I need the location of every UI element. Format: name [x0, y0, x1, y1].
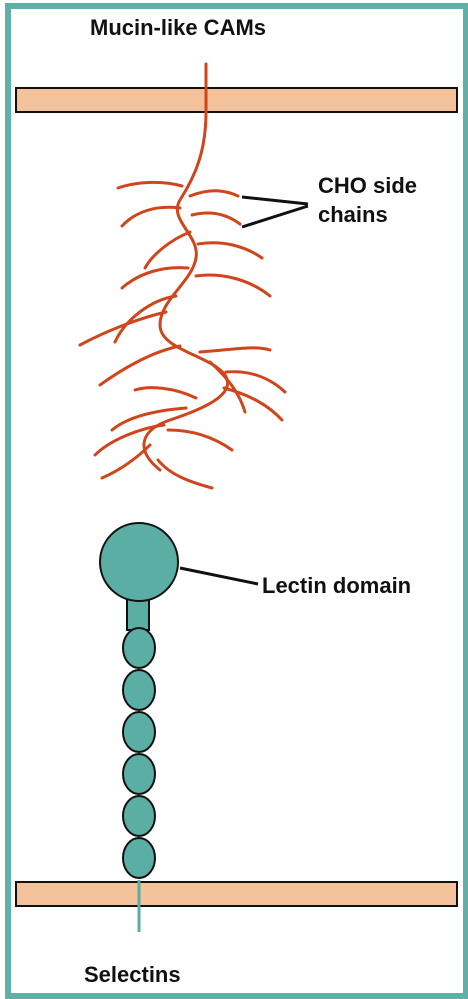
- selectin-domain: [123, 838, 155, 878]
- top-membrane: [16, 88, 457, 112]
- cho-chain: [196, 275, 270, 296]
- cho-chain: [200, 348, 270, 352]
- mucin-molecule: [80, 64, 285, 488]
- selectins-label: Selectins: [84, 963, 181, 987]
- selectin-domain: [123, 712, 155, 752]
- cho-chain: [102, 445, 150, 478]
- lectin-domain: [100, 523, 178, 601]
- cho-pointer-line: [242, 206, 308, 227]
- cho-chain: [122, 207, 180, 226]
- cho-pointer-line: [242, 197, 308, 204]
- selectin-domain: [123, 670, 155, 710]
- mucin-cam-label: Mucin-like CAMs: [90, 16, 266, 40]
- lectin-pointer-line: [180, 568, 258, 584]
- cho-chain: [122, 268, 188, 288]
- cho-chain: [198, 243, 262, 258]
- cho-chain: [145, 232, 190, 268]
- cho-chain: [158, 460, 212, 488]
- cho-chain: [190, 191, 238, 196]
- selectin-domain: [123, 754, 155, 794]
- selectin-domain: [123, 628, 155, 668]
- selectin-molecule: [100, 523, 178, 932]
- bottom-membrane: [16, 882, 457, 906]
- pointer-lines: [180, 197, 308, 584]
- lectin-domain-label: Lectin domain: [262, 574, 411, 598]
- cho-chain: [168, 430, 232, 450]
- cho-chain: [192, 213, 240, 224]
- cho-side-chains-label: CHO side chains: [318, 172, 428, 229]
- cho-chain: [224, 388, 282, 420]
- selectin-stalk: [127, 598, 149, 630]
- cho-chain: [135, 388, 196, 398]
- cho-chain: [100, 346, 180, 385]
- cho-chain: [118, 182, 182, 188]
- selectin-domain: [123, 796, 155, 836]
